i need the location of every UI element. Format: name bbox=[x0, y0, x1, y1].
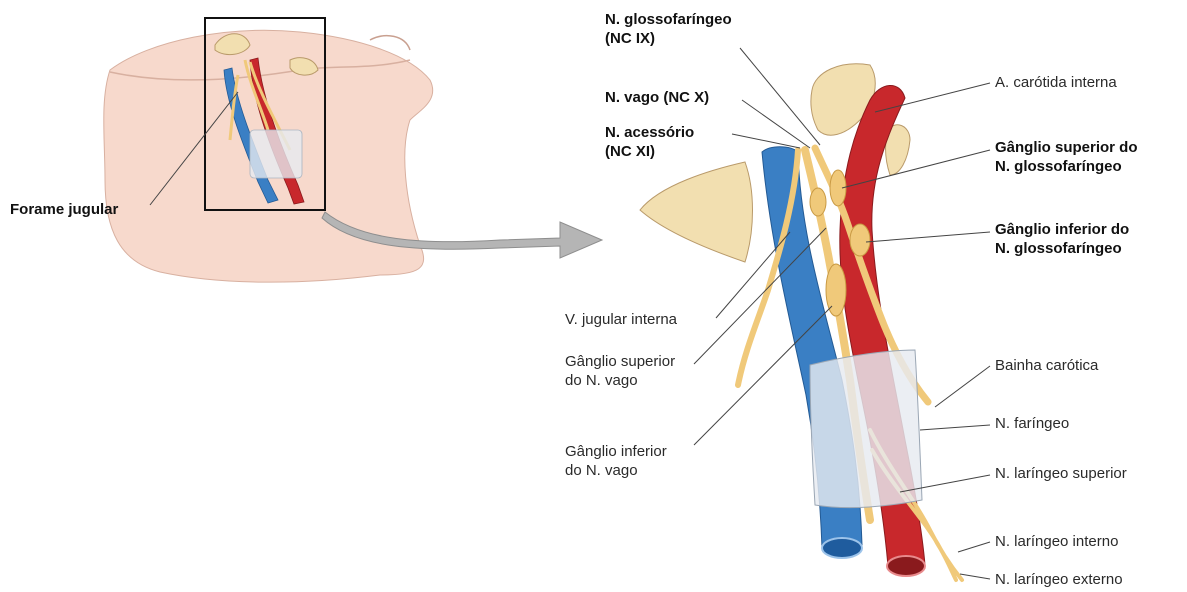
label-ganglio-sup-vago-line2: do N. vago bbox=[565, 371, 675, 390]
label-ganglio-sup-vago-line1: Gânglio superior bbox=[565, 352, 675, 371]
label-ganglio-inf-vago-line2: do N. vago bbox=[565, 461, 667, 480]
vein-lumen bbox=[822, 538, 862, 558]
leader-vago bbox=[742, 100, 810, 148]
leader-acessorio bbox=[732, 134, 800, 148]
carotid-sheath bbox=[810, 350, 922, 508]
label-n-faringeo: N. faríngeo bbox=[995, 414, 1069, 433]
label-n-laringeo-superior: N. laríngeo superior bbox=[995, 464, 1127, 483]
temporal-bone bbox=[640, 162, 753, 262]
label-n-acessorio-line2: (NC XI) bbox=[605, 142, 694, 161]
label-bainha-carotica: Bainha carótica bbox=[995, 356, 1098, 375]
leader-bainha bbox=[935, 366, 990, 407]
label-n-glossofaringeo: N. glossofaríngeo (NC IX) bbox=[605, 10, 732, 48]
label-v-jugular-interna: V. jugular interna bbox=[565, 310, 677, 329]
leader-laringeo-int bbox=[958, 542, 990, 552]
label-ganglio-sup-glosso-line2: N. glossofaríngeo bbox=[995, 157, 1138, 176]
label-ganglio-inf-glosso-line1: Gânglio inferior do bbox=[995, 220, 1129, 239]
label-ganglio-superior-glosso: Gânglio superior do N. glossofaríngeo bbox=[995, 138, 1138, 176]
artery-lumen bbox=[887, 556, 925, 576]
label-ganglio-inferior-glosso: Gânglio inferior do N. glossofaríngeo bbox=[995, 220, 1129, 258]
vagus-sup-ganglion bbox=[810, 188, 826, 216]
small-sheath bbox=[250, 130, 302, 178]
vagus-inf-ganglion bbox=[826, 264, 846, 316]
label-n-vago: N. vago (NC X) bbox=[605, 88, 709, 107]
label-n-glosso-line1: N. glossofaríngeo bbox=[605, 10, 732, 29]
label-ganglio-sup-glosso-line1: Gânglio superior do bbox=[995, 138, 1138, 157]
label-n-laringeo-interno: N. laríngeo interno bbox=[995, 532, 1118, 551]
label-n-acessorio: N. acessório (NC XI) bbox=[605, 123, 694, 161]
label-ganglio-inf-vago-line1: Gânglio inferior bbox=[565, 442, 667, 461]
leader-ganglio-inf-glosso bbox=[866, 232, 990, 242]
label-ganglio-inf-glosso-line2: N. glossofaríngeo bbox=[995, 239, 1129, 258]
label-forame-jugular: Forame jugular bbox=[10, 200, 118, 219]
label-n-glosso-line2: (NC IX) bbox=[605, 29, 732, 48]
label-ganglio-superior-vago: Gânglio superior do N. vago bbox=[565, 352, 675, 390]
leader-laringeo-ext bbox=[960, 574, 990, 579]
glosso-inf-ganglion bbox=[850, 224, 870, 256]
leader-faringeo bbox=[920, 425, 990, 430]
leader-glosso bbox=[740, 48, 820, 145]
label-a-carotida-interna: A. carótida interna bbox=[995, 73, 1117, 92]
label-ganglio-inferior-vago: Gânglio inferior do N. vago bbox=[565, 442, 667, 480]
label-n-laringeo-externo: N. laríngeo externo bbox=[995, 570, 1123, 589]
label-n-acessorio-line1: N. acessório bbox=[605, 123, 694, 142]
